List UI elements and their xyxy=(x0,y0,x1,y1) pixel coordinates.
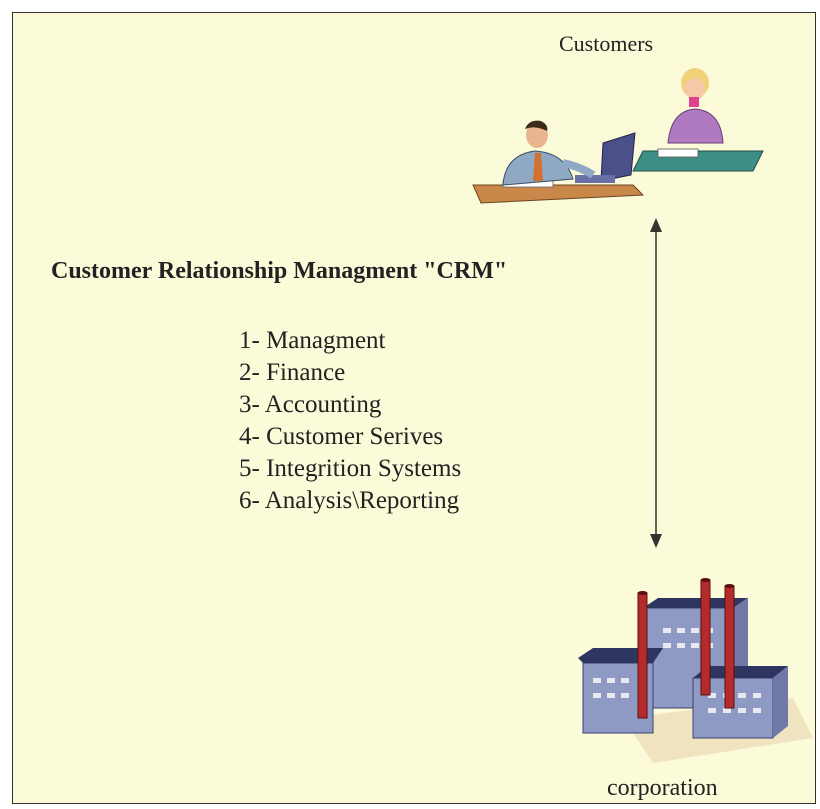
list-item: 5- Integrition Systems xyxy=(239,455,462,482)
list-item: 1- Managment xyxy=(239,327,386,354)
factory-icon xyxy=(578,578,813,763)
list-item: 2- Finance xyxy=(239,359,346,386)
list-item: 4- Customer Serives xyxy=(239,423,444,450)
customers-label: Customers xyxy=(559,31,654,56)
corporation-label: corporation xyxy=(607,775,718,801)
diagram-slide: Customers Customer Relationship Managmen… xyxy=(12,12,816,804)
people-at-desks-icon xyxy=(472,68,764,204)
diagram-title: Customer Relationship Managment "CRM" xyxy=(51,258,508,284)
list-item: 3- Accounting xyxy=(239,391,382,418)
crm-function-list: 1- Managment 2- Finance 3- Accounting 4-… xyxy=(239,325,461,517)
double-arrow-icon xyxy=(650,218,662,548)
list-item: 6- Analysis\Reporting xyxy=(239,487,460,514)
